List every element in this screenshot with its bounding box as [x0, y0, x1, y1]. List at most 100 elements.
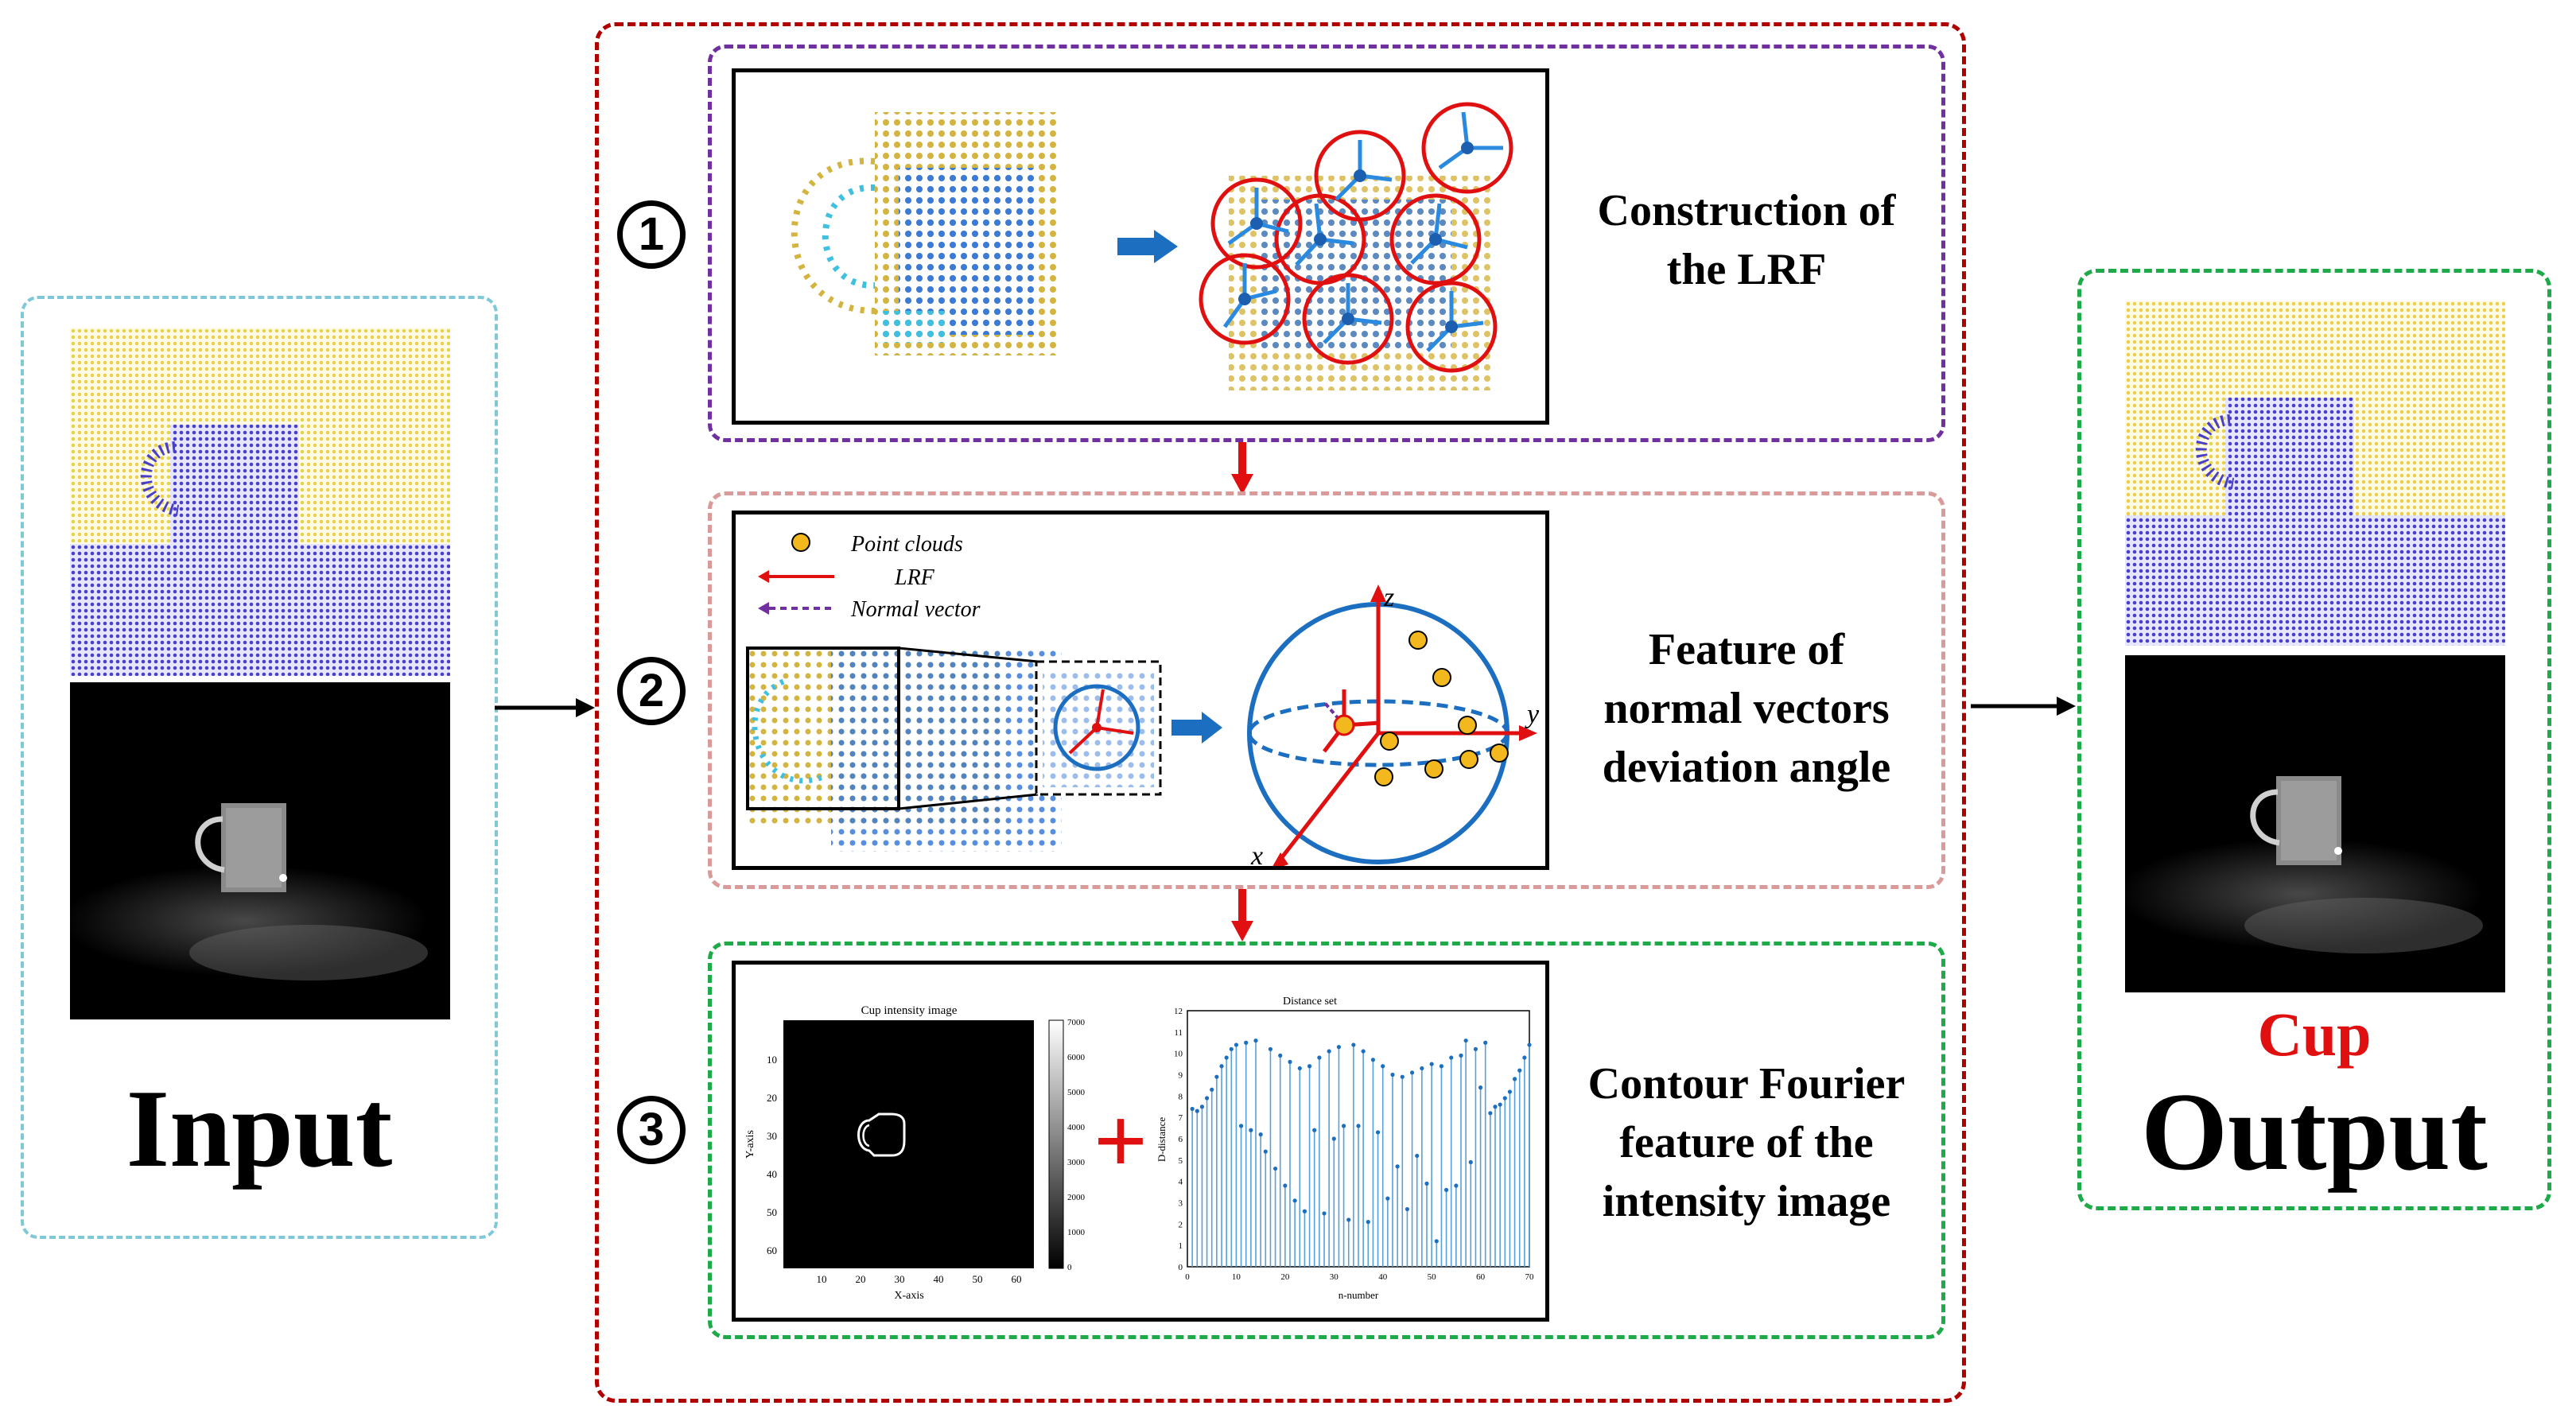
step-3-label: Contour Fourier feature of the intensity…: [1556, 1054, 1937, 1231]
stem-point: [1424, 1181, 1429, 1186]
stem-point: [1268, 1046, 1273, 1051]
stem-point: [1366, 1220, 1370, 1225]
chart-ytick: 6: [1179, 1135, 1183, 1144]
step-2-label: Feature of normal vectors deviation angl…: [1556, 620, 1937, 797]
stem-point: [1375, 1130, 1381, 1135]
intensity-xtick: 20: [856, 1273, 866, 1285]
chart-ytick: 12: [1174, 1007, 1183, 1016]
stem-point: [1249, 1128, 1253, 1132]
chart-xtick: 70: [1525, 1272, 1535, 1282]
chart-xtick: 10: [1232, 1272, 1241, 1282]
stem-point: [1409, 1070, 1415, 1075]
stem-point: [1341, 1124, 1346, 1128]
step-2-to-3-arrow: [1231, 889, 1253, 942]
intensity-xtick: 30: [895, 1273, 905, 1285]
intensity-xtick: 60: [1012, 1273, 1022, 1285]
stem-point: [1473, 1046, 1478, 1051]
axis-z-label: z: [1383, 583, 1394, 612]
intensity-xtick: 10: [817, 1273, 827, 1285]
colorbar-tick: 1000: [1067, 1228, 1086, 1237]
stem-point: [1190, 1106, 1195, 1112]
contour-fourier-figure: Cup intensity image 10 20 30 40 50 60 10…: [744, 996, 1534, 1302]
stem-point: [1395, 1164, 1400, 1169]
chart-ytick: 9: [1179, 1071, 1183, 1081]
stem-point: [1199, 1105, 1205, 1109]
step-1-label: Construction of the LRF: [1556, 181, 1937, 299]
legend-normal-arrow-icon: [758, 602, 769, 615]
stem-point: [1307, 1064, 1312, 1069]
stem-point: [1312, 1128, 1317, 1132]
stem-point: [1278, 1053, 1283, 1058]
colorbar-tick: 6000: [1067, 1053, 1086, 1062]
step-2-image: Point clouds LRF Normal vector: [732, 511, 1549, 871]
colorbar-tick: 7000: [1067, 1018, 1086, 1027]
input-intensity-image: [70, 682, 450, 1019]
intensity-ytick: 50: [767, 1206, 777, 1218]
chart-ytick: 7: [1179, 1113, 1183, 1123]
step-2-panel: [708, 491, 1945, 889]
stem-point: [1405, 1206, 1410, 1212]
axis-y-label: y: [1525, 700, 1540, 729]
step-3-number: 3: [617, 1096, 686, 1164]
legend-lrf-arrow-icon: [758, 570, 769, 583]
chart-ytick: 8: [1179, 1092, 1183, 1101]
stem-point: [1361, 1049, 1366, 1054]
stem-point: [1302, 1209, 1307, 1213]
chart-ytick: 0: [1179, 1263, 1183, 1272]
step-2-number: 2: [617, 657, 686, 725]
stem-point: [1434, 1239, 1439, 1244]
stem-point: [1297, 1066, 1302, 1071]
stem-point: [1244, 1040, 1249, 1045]
output-panel: [2077, 269, 2551, 1210]
step-1-label-line-2: the LRF: [1666, 245, 1827, 294]
stem-point: [1224, 1055, 1229, 1060]
step-3-label-line-1: Contour Fourier: [1587, 1059, 1906, 1109]
chart-xtick: 50: [1428, 1272, 1437, 1282]
chart-xtick: 40: [1378, 1272, 1388, 1282]
stem-point: [1253, 1038, 1258, 1043]
step-1-number: 1: [617, 200, 686, 269]
stem-point: [1272, 1166, 1278, 1171]
chart-ytick: 3: [1179, 1199, 1183, 1209]
stem-point: [1390, 1072, 1395, 1077]
intensity-title: Cup intensity image: [861, 1004, 958, 1017]
stem-point: [1317, 1055, 1322, 1060]
input-point-cloud-image: [70, 328, 450, 676]
intensity-xticks: 10 20 30 40 50 60: [817, 1273, 1022, 1285]
stem-point: [1356, 1124, 1361, 1128]
stem-point: [1415, 1153, 1420, 1159]
lrf-construction-figure: [791, 102, 1513, 390]
stem-point: [1420, 1066, 1424, 1071]
stem-point: [1381, 1064, 1385, 1069]
chart-ylabel: D-distance: [1156, 1117, 1168, 1163]
output-intensity-image: [2125, 655, 2505, 992]
intensity-xtick: 40: [934, 1273, 944, 1285]
input-arrow: [495, 698, 595, 717]
input-panel: [21, 296, 498, 1239]
chart-ytick: 2: [1179, 1220, 1183, 1229]
stem-point: [1234, 1043, 1239, 1047]
stem-point: [1336, 1045, 1342, 1050]
process-frame: [595, 22, 1966, 1403]
stem-point: [1219, 1064, 1224, 1069]
chart-stems: [1190, 1038, 1532, 1267]
stem-point: [1488, 1111, 1493, 1116]
stem-point: [1195, 1109, 1199, 1113]
legend-normal-vector: Normal vector: [850, 597, 981, 622]
chart-xtick: 0: [1185, 1272, 1190, 1282]
intensity-ytick: 20: [767, 1092, 777, 1104]
step-3-label-line-3: intensity image: [1602, 1177, 1891, 1226]
output-class-label: Cup: [2257, 1000, 2372, 1069]
stem-point: [1429, 1062, 1434, 1066]
stem-point: [1483, 1040, 1488, 1045]
chart-ytick: 4: [1179, 1178, 1183, 1187]
colorbar-tick: 4000: [1067, 1123, 1086, 1132]
colorbar-tick: 2000: [1067, 1193, 1086, 1202]
stem-point: [1385, 1196, 1390, 1201]
axis-x-label: x: [1250, 841, 1263, 866]
legend-point-clouds: Point clouds: [850, 532, 963, 557]
step-1-image: [732, 68, 1549, 425]
stem-point: [1527, 1043, 1532, 1047]
stem-point: [1502, 1096, 1507, 1101]
